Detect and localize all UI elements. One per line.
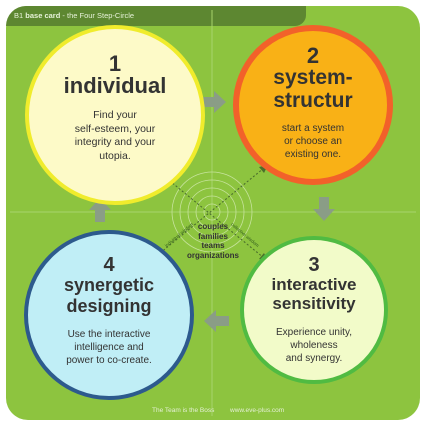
ring [179,179,245,245]
step-description: Find your self-esteem, your integrity an… [74,109,156,162]
ring [187,187,237,237]
step-circle-system-structure: 2 system- structur start a system or cho… [233,25,393,185]
step-title-line1: interactive [271,275,357,294]
ring [203,203,221,221]
step-description: Experience unity, wholeness and synergy. [276,327,352,364]
step-description: Use the interactive intelligence and pow… [66,329,152,366]
footer-website-link[interactable]: www.eve-plus.com [230,407,285,414]
ring [171,171,253,253]
arrow-left-icon [204,310,229,332]
step-description: start a system or choose an existing one… [281,123,345,160]
header-title: B1 base card - the Four Step-Circle [14,11,134,20]
step-title-line1: system- [273,66,353,89]
step-title-line2: structur [273,89,353,112]
header-tab [6,6,306,26]
step-number: 3 [308,254,320,276]
step-title-line2: sensitivity [272,294,356,313]
card-subtitle: - the Four Step-Circle [62,11,135,20]
center-group-list: couples families teams organizations [185,222,241,260]
center-group: teams [201,241,225,251]
arrow-right-icon [201,91,226,113]
card-kind: base card [25,11,61,20]
step-circle-individual: 1 individual Find your self-esteem, your… [25,25,205,205]
step-circle-synergetic-designing: 4 synergetic designing Use the interacti… [24,230,194,400]
step-title-line2: designing [66,296,152,316]
step-circle-interactive-sensitivity: 3 interactive sensitivity Experience uni… [240,236,388,384]
ring [195,195,229,229]
footer-slogan: The Team is the Boss [152,407,215,414]
step-number: 1 [108,51,122,76]
step-title: individual [63,73,167,98]
concentric-rings [171,171,253,253]
center-group: organizations [186,250,239,260]
card-code: B1 [14,11,24,20]
step-title-line1: synergetic [63,275,155,295]
step-number: 2 [306,43,320,68]
center-group: couples [197,222,229,231]
arrow-down-icon [313,197,335,221]
step-number: 4 [103,254,115,276]
center-group: families [198,231,228,241]
